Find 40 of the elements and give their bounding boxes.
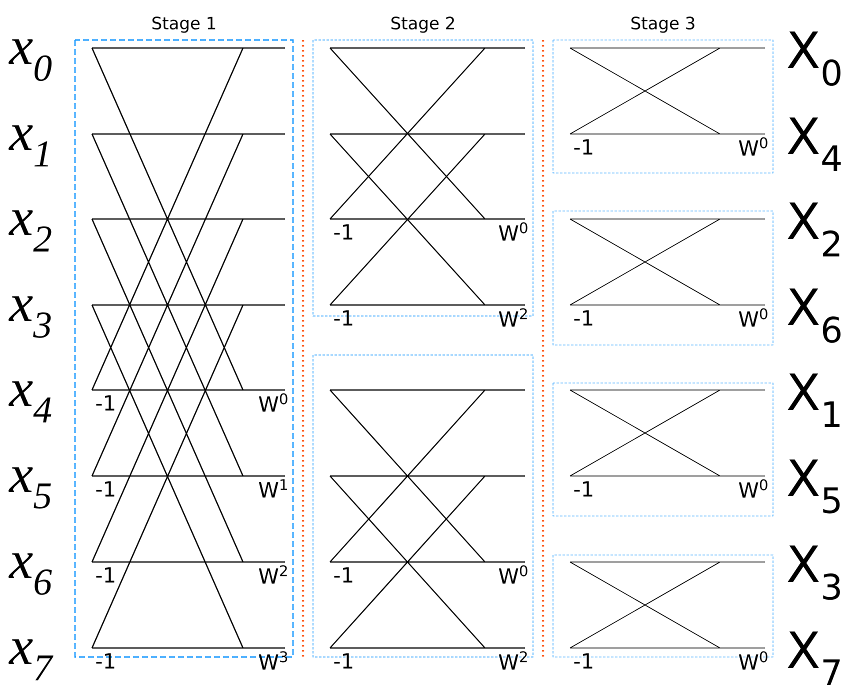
twiddle-label: W$^{1}$ [258,479,287,498]
factor-label: -1 [574,310,592,326]
twiddle-label: W$^{0}$ [498,222,528,241]
factor-label: -1 [96,567,114,583]
factor-label: -1 [96,653,114,669]
factor-label: -1 [574,481,592,497]
output-label: X$_{2}$ [788,202,840,256]
stage-box [312,16,534,327]
factor-label: -1 [574,653,592,669]
twiddle-label: W$^{2}$ [258,565,287,584]
stage-box [552,210,774,346]
twiddle-label: W$^{2}$ [498,651,527,670]
factor-label: -1 [334,653,352,669]
stage-box [312,354,534,670]
output-label: X$_{0}$ [788,32,840,86]
factor-label: -1 [334,567,352,583]
output-label: X$_{3}$ [788,546,840,600]
twiddle-label: W$^{0}$ [738,308,768,327]
twiddle-label: W$^{0}$ [738,137,768,156]
factor-label: -1 [574,139,592,154]
output-label: X$_{7}$ [788,632,840,685]
stage-box [552,554,774,670]
output-label: X$_{4}$ [788,118,841,171]
stage-box [552,16,774,174]
factor-label: -1 [96,481,114,497]
output-label: X$_{6}$ [788,288,841,343]
output-label: X$_{1}$ [788,374,840,427]
stage-heading: Stage 2 [391,16,454,33]
input-label: x$_{7}$ [8,639,54,680]
factor-label: -1 [334,224,352,240]
twiddle-label: W$^{0}$ [258,393,288,412]
stage-box [552,382,774,516]
stage-heading: Stage 1 [152,16,216,33]
twiddle-label: W$^{0}$ [738,651,768,670]
factor-label: -1 [96,395,114,411]
output-label: X$_{5}$ [788,460,840,514]
twiddle-label: W$^{0}$ [498,565,528,584]
stage-heading: Stage 3 [631,16,694,33]
twiddle-label: W$^{0}$ [738,479,768,498]
stage-box [74,16,294,670]
